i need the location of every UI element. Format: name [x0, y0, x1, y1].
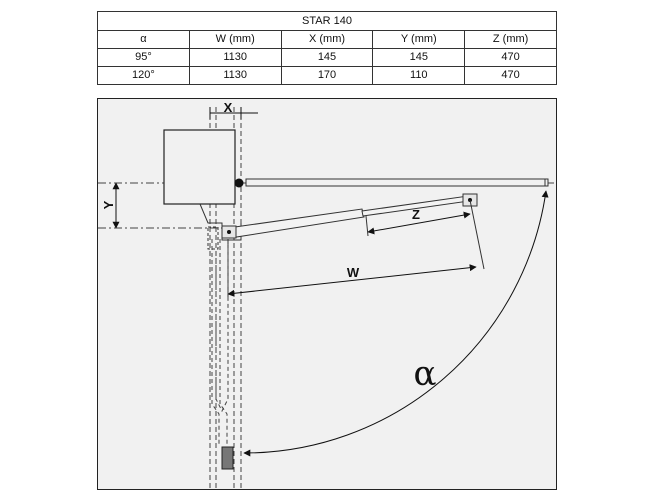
open-actuator-dashed	[215, 244, 229, 413]
cell-alpha: 120°	[97, 66, 190, 85]
cell-alpha: 95°	[97, 48, 190, 67]
y-label: Y	[101, 200, 116, 209]
w-label: W	[347, 265, 360, 280]
header-alpha: α	[97, 30, 190, 49]
spec-table: STAR 140 α W (mm) X (mm) Y (mm) Z (mm) 9…	[97, 11, 557, 85]
header-x: X (mm)	[280, 30, 374, 49]
cell-y: 145	[372, 48, 466, 67]
z-ext-left	[365, 215, 369, 237]
gate-stop	[221, 446, 234, 470]
gate-leaf-closed	[245, 178, 549, 187]
gate-leaf-open-dashed	[211, 239, 228, 444]
cell-z: 470	[464, 66, 557, 85]
table-row: 95° 1130 145 145 470	[97, 48, 557, 67]
bracket-plate	[207, 226, 219, 250]
header-y: Y (mm)	[372, 30, 466, 49]
opening-arc	[243, 190, 549, 457]
table-title-row: STAR 140	[97, 11, 557, 31]
z-label: Z	[412, 207, 420, 222]
table-header-row: α W (mm) X (mm) Y (mm) Z (mm)	[97, 30, 557, 49]
cell-z: 470	[464, 48, 557, 67]
cell-w: 1130	[188, 48, 282, 67]
cell-w: 1130	[188, 66, 282, 85]
cell-x: 170	[280, 66, 374, 85]
diagram-drawing: X Y Z W α	[98, 100, 556, 489]
installation-diagram: X Y Z W α	[97, 98, 557, 490]
hinge-pivot	[234, 178, 244, 188]
pillar	[163, 129, 236, 205]
cell-y: 110	[372, 66, 466, 85]
header-z: Z (mm)	[464, 30, 557, 49]
actuator-body	[227, 208, 365, 239]
header-w: W (mm)	[188, 30, 282, 49]
z-ext-right	[469, 199, 485, 270]
x-label: X	[224, 100, 233, 115]
table-row: 120° 1130 170 110 470	[97, 66, 557, 85]
cell-x: 145	[280, 48, 374, 67]
table-title: STAR 140	[97, 11, 557, 31]
rear-pivot-pin	[227, 230, 231, 234]
alpha-label: α	[414, 354, 437, 394]
